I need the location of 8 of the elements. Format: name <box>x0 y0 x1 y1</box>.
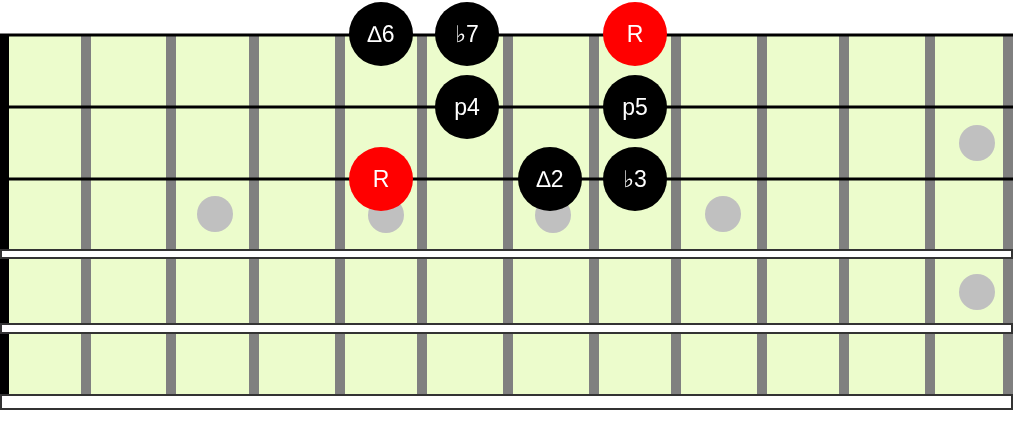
interval-label: p5 <box>622 95 648 119</box>
interval-label: ∆2 <box>536 167 564 191</box>
interval-label: R <box>626 22 644 46</box>
interval-label: ♭3 <box>623 167 647 191</box>
interval-label: ∆6 <box>367 22 395 46</box>
interval-label: ♭7 <box>455 22 479 46</box>
interval-label: R <box>372 167 390 191</box>
interval-label: p4 <box>454 95 480 119</box>
